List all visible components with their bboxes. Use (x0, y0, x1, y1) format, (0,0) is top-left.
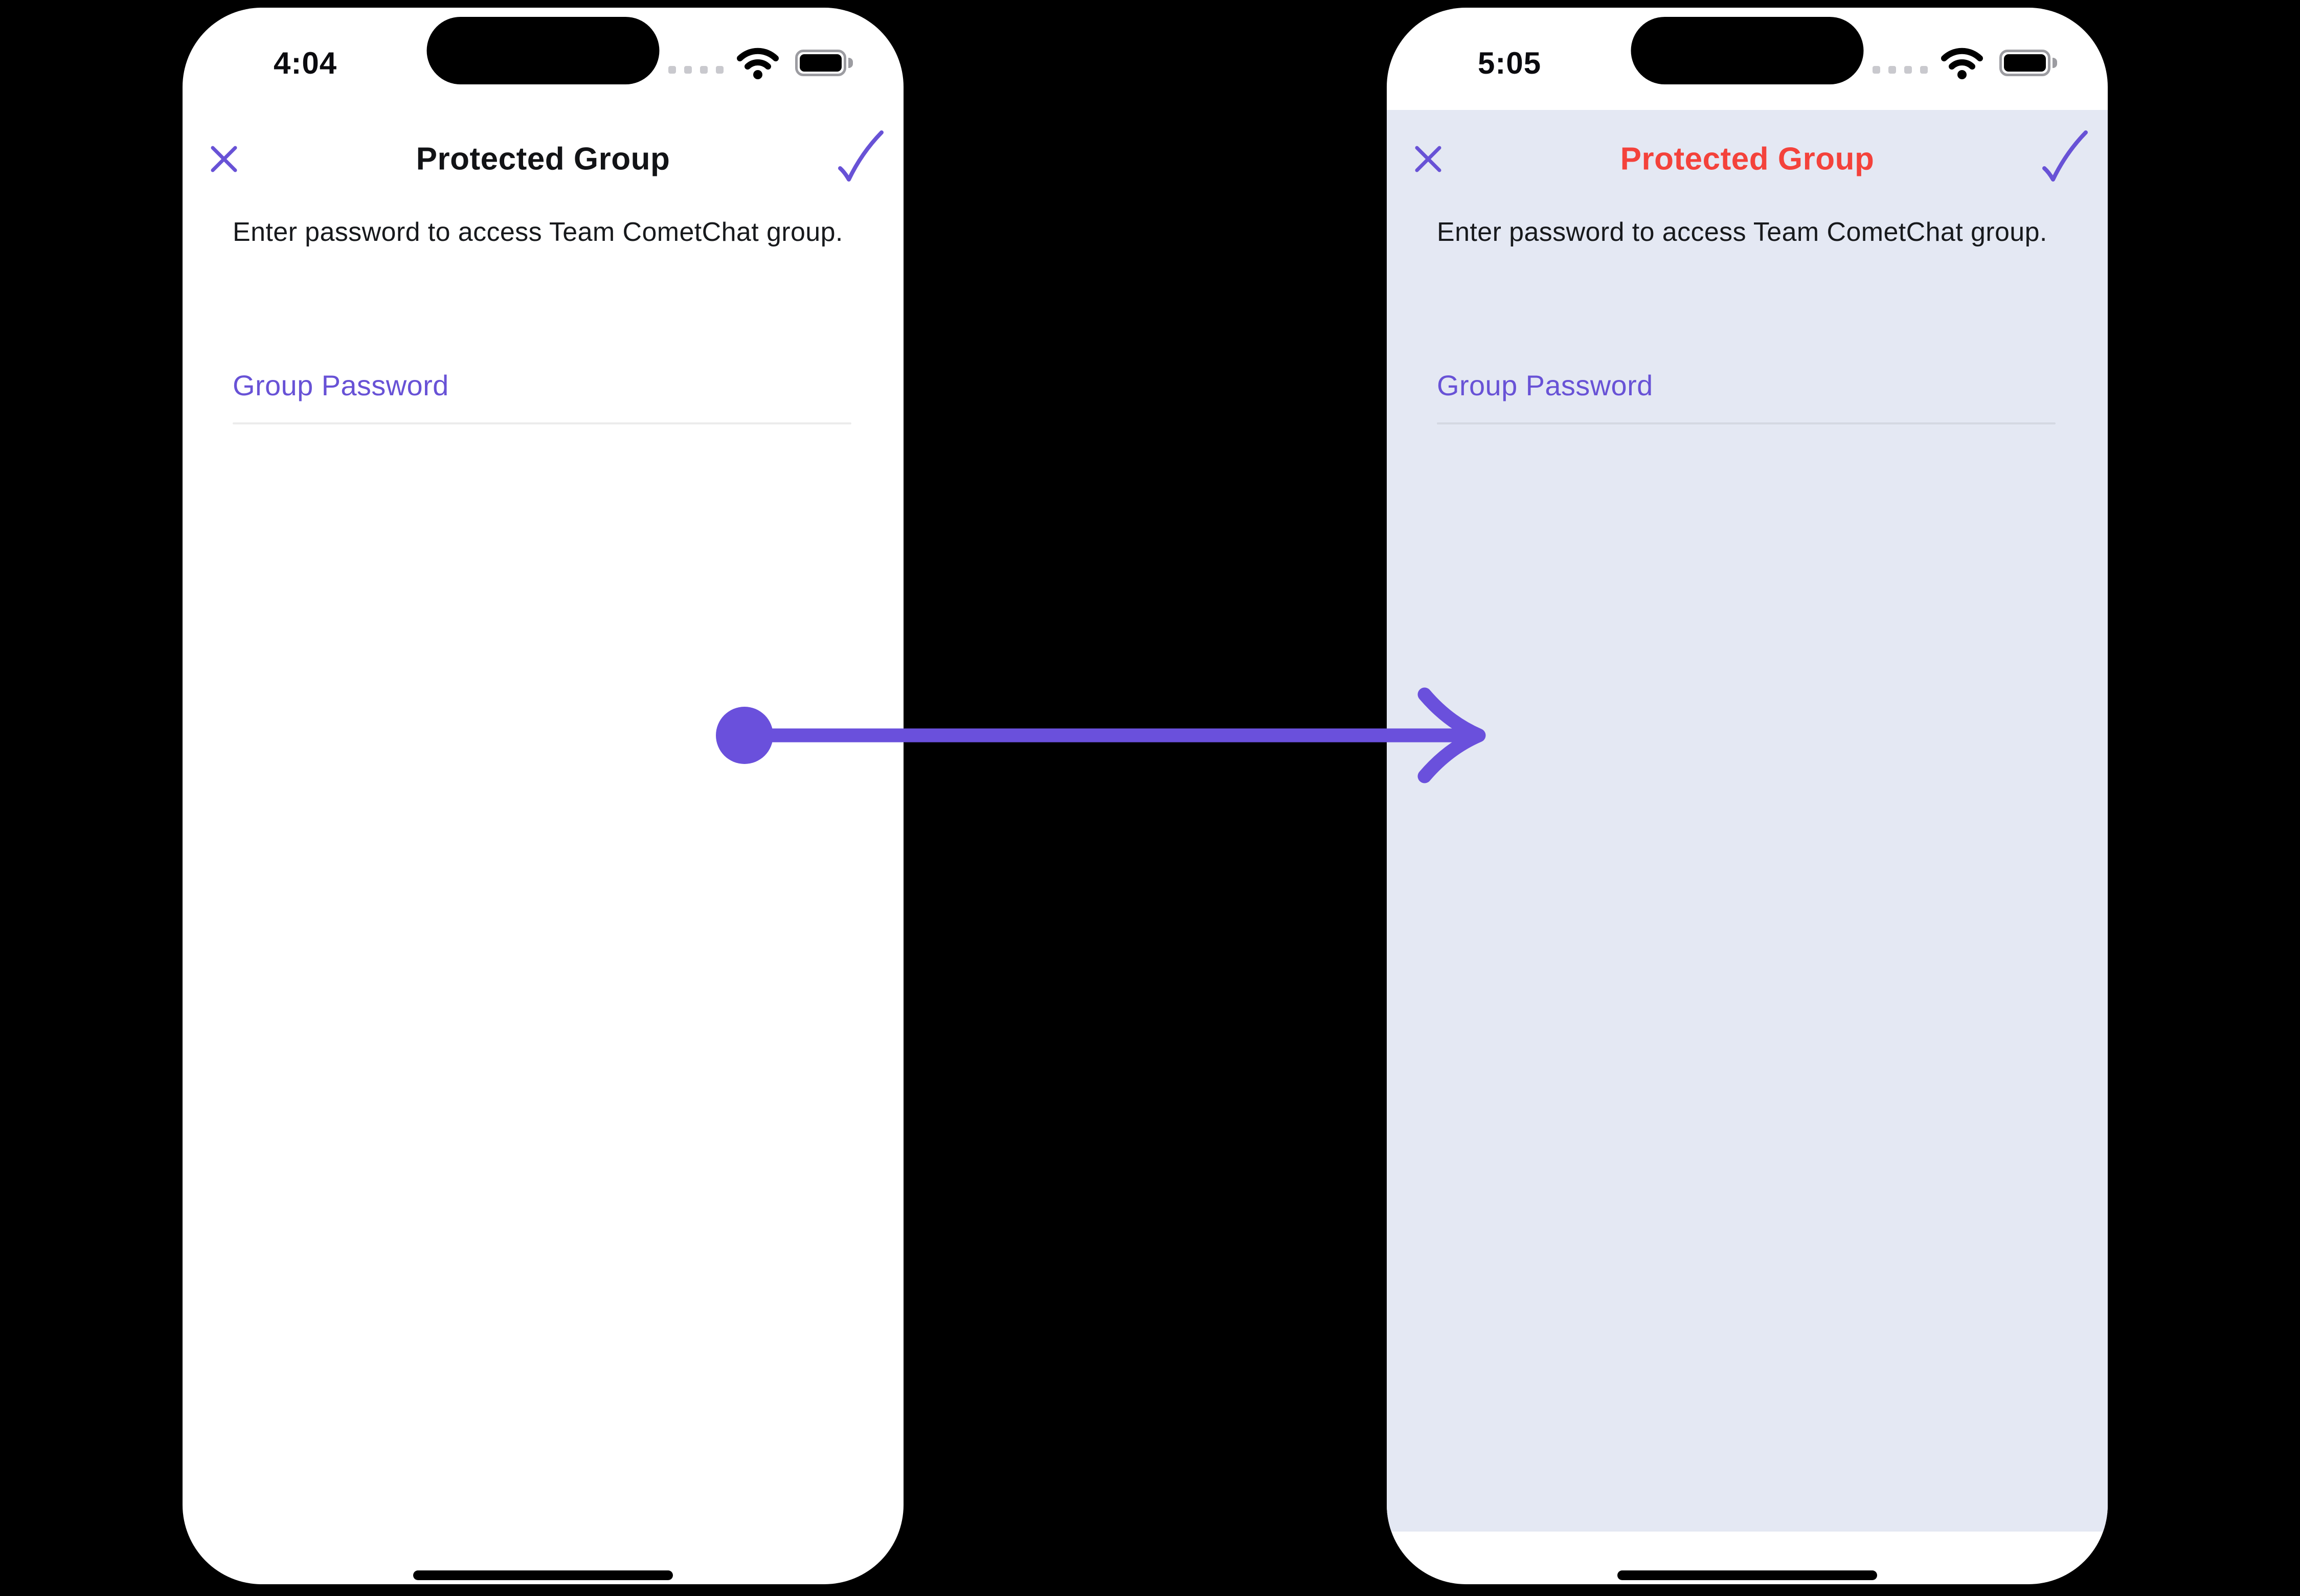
group-password-field[interactable]: Group Password (1437, 369, 2056, 424)
battery-icon (795, 50, 853, 76)
close-icon (211, 146, 237, 172)
home-indicator (413, 1570, 673, 1580)
modal-header: Protected Group (183, 126, 904, 192)
wifi-icon (737, 48, 779, 79)
status-icons (668, 46, 853, 80)
page-title: Protected Group (1620, 141, 1875, 177)
cellular-signal-icon (668, 65, 724, 74)
input-underline (233, 422, 851, 424)
wifi-icon (1941, 48, 1983, 79)
dynamic-island (426, 17, 660, 84)
modal-header: Protected Group (1387, 126, 2108, 192)
battery-icon (1999, 50, 2057, 76)
cellular-signal-icon (1873, 65, 1928, 74)
status-bar: 5:05 (1387, 34, 2108, 92)
input-underline (1437, 422, 2056, 424)
status-time: 5:05 (1478, 46, 1542, 80)
group-password-field[interactable]: Group Password (233, 369, 851, 424)
home-indicator (1617, 1570, 1877, 1580)
phone-before: 4:04 Protected Group (183, 8, 904, 1584)
close-button[interactable] (1413, 144, 1443, 174)
status-time: 4:04 (274, 46, 337, 80)
group-password-placeholder: Group Password (1437, 369, 1653, 401)
description-text: Enter password to access Team CometChat … (233, 217, 843, 247)
content-background-tint (1387, 110, 2108, 1532)
confirm-button[interactable] (837, 129, 884, 189)
page-title: Protected Group (416, 141, 670, 177)
dynamic-island (1631, 17, 1864, 84)
checkmark-icon (2042, 130, 2088, 182)
status-bar: 4:04 (183, 34, 904, 92)
checkmark-icon (838, 130, 884, 182)
close-icon (1415, 146, 1441, 172)
confirm-button[interactable] (2041, 129, 2088, 189)
close-button[interactable] (209, 144, 239, 174)
phone-after: 5:05 Protected Group (1387, 8, 2108, 1584)
status-icons (1873, 46, 2057, 80)
description-text: Enter password to access Team CometChat … (1437, 217, 2047, 247)
group-password-placeholder: Group Password (233, 369, 449, 401)
